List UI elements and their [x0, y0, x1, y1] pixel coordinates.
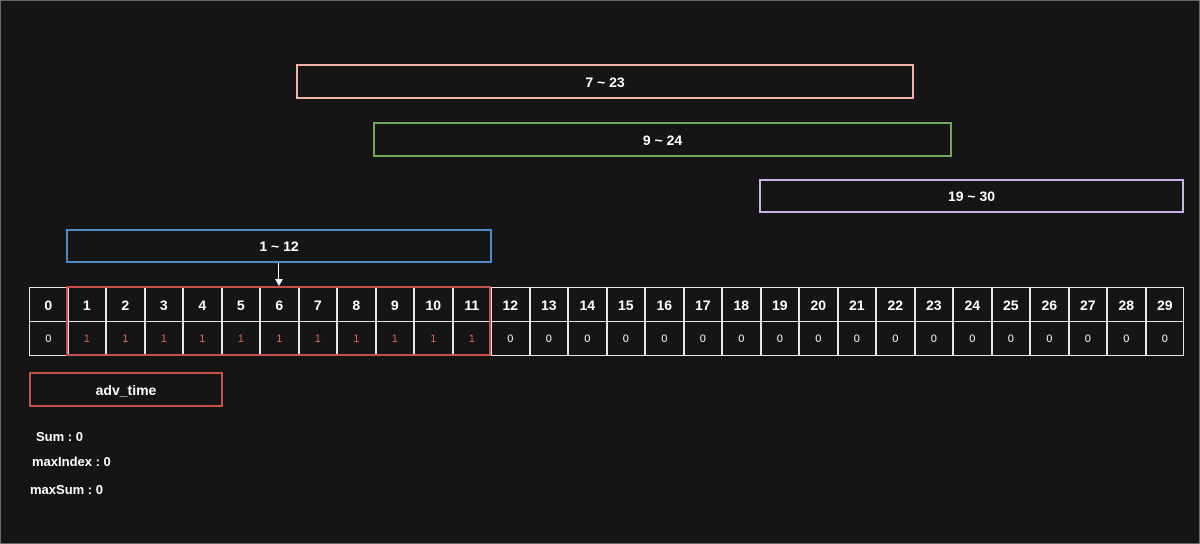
array-label: adv_time [29, 372, 223, 407]
value-cell-13: 0 [529, 321, 568, 356]
value-cell-4: 1 [183, 321, 222, 356]
value-cell-22: 0 [876, 321, 915, 356]
index-cell-23: 23 [914, 287, 953, 322]
value-cell-6: 1 [260, 321, 299, 356]
range-box-19-30: 19 ~ 30 [759, 179, 1184, 213]
value-cell-1: 1 [67, 321, 106, 356]
value-cell-20: 0 [799, 321, 838, 356]
index-cell-1: 1 [67, 287, 106, 322]
index-cell-3: 3 [144, 287, 183, 322]
value-cell-21: 0 [837, 321, 876, 356]
value-cell-19: 0 [760, 321, 799, 356]
index-cell-0: 0 [29, 287, 68, 322]
max-sum-readout: maxSum : 0 [30, 482, 103, 497]
index-cell-27: 27 [1068, 287, 1107, 322]
value-cell-7: 1 [298, 321, 337, 356]
sum-readout: Sum : 0 [36, 429, 83, 444]
value-cell-25: 0 [991, 321, 1030, 356]
value-cell-29: 0 [1145, 321, 1184, 356]
pointer-arrow-head-icon [275, 279, 283, 286]
index-cell-17: 17 [683, 287, 722, 322]
value-cell-24: 0 [953, 321, 992, 356]
value-cell-17: 0 [683, 321, 722, 356]
range-box-7-23: 7 ~ 23 [296, 64, 914, 99]
value-cell-15: 0 [606, 321, 645, 356]
value-cell-9: 1 [375, 321, 414, 356]
index-cell-24: 24 [953, 287, 992, 322]
index-cell-21: 21 [837, 287, 876, 322]
index-cell-10: 10 [414, 287, 453, 322]
value-cell-16: 0 [645, 321, 684, 356]
value-cell-8: 1 [337, 321, 376, 356]
value-cell-26: 0 [1030, 321, 1069, 356]
index-cell-9: 9 [375, 287, 414, 322]
index-cell-7: 7 [298, 287, 337, 322]
index-cell-12: 12 [491, 287, 530, 322]
index-cell-15: 15 [606, 287, 645, 322]
max-index-readout: maxIndex : 0 [32, 454, 111, 469]
value-cell-27: 0 [1068, 321, 1107, 356]
index-cell-11: 11 [452, 287, 491, 322]
range-box-9-24: 9 ~ 24 [373, 122, 952, 157]
value-cell-28: 0 [1107, 321, 1146, 356]
value-cell-18: 0 [722, 321, 761, 356]
index-cell-22: 22 [876, 287, 915, 322]
value-cell-3: 1 [144, 321, 183, 356]
value-cell-23: 0 [914, 321, 953, 356]
value-cell-14: 0 [568, 321, 607, 356]
index-cell-26: 26 [1030, 287, 1069, 322]
index-cell-5: 5 [221, 287, 260, 322]
index-cell-2: 2 [106, 287, 145, 322]
index-cell-25: 25 [991, 287, 1030, 322]
range-box-1-12: 1 ~ 12 [66, 229, 492, 263]
value-cell-2: 1 [106, 321, 145, 356]
index-cell-28: 28 [1107, 287, 1146, 322]
value-cell-0: 0 [29, 321, 68, 356]
index-cell-19: 19 [760, 287, 799, 322]
index-cell-4: 4 [183, 287, 222, 322]
value-cell-10: 1 [414, 321, 453, 356]
index-cell-20: 20 [799, 287, 838, 322]
pointer-arrow-line [278, 263, 279, 280]
index-cell-13: 13 [529, 287, 568, 322]
index-cell-14: 14 [568, 287, 607, 322]
index-cell-8: 8 [337, 287, 376, 322]
value-cell-12: 0 [491, 321, 530, 356]
index-cell-6: 6 [260, 287, 299, 322]
value-cell-11: 1 [452, 321, 491, 356]
index-cell-29: 29 [1145, 287, 1184, 322]
index-cell-18: 18 [722, 287, 761, 322]
index-cell-16: 16 [645, 287, 684, 322]
value-cell-5: 1 [221, 321, 260, 356]
